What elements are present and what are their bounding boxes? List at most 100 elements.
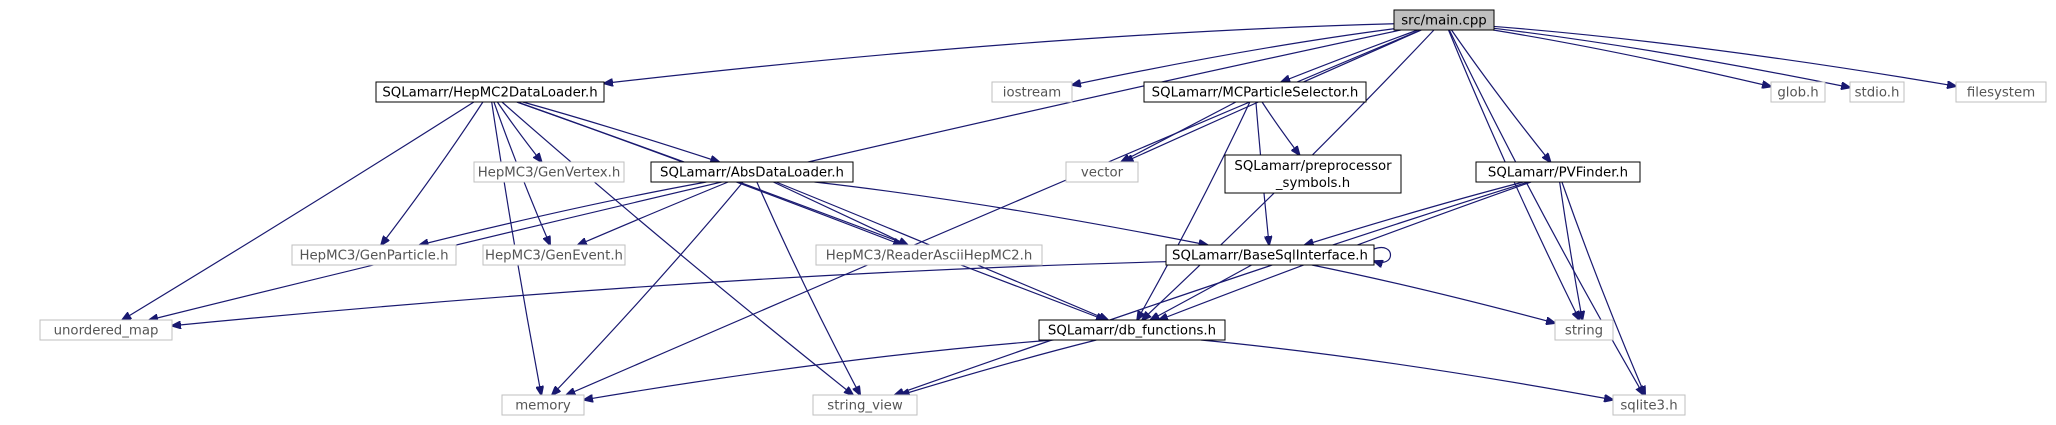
node-box-vector: [1065, 161, 1139, 183]
node-label-unordered_map: unordered_map: [54, 324, 159, 339]
node-box-hepmc2loader: [375, 81, 605, 103]
node-label-genparticle: HepMC3/GenParticle.h: [299, 249, 448, 264]
node-box-stdio: [1849, 81, 1905, 103]
node-label-dbfunctions: SQLamarr/db_functions.h: [1048, 324, 1216, 339]
node-genevent: HepMC3/GenEvent.h: [482, 244, 626, 266]
node-dbfunctions[interactable]: SQLamarr/db_functions.h: [1038, 319, 1226, 341]
node-box-genevent: [482, 244, 626, 266]
edge-absloader-to-string_view: [756, 181, 860, 395]
edge-main-to-pvfinder: [1451, 29, 1551, 162]
edge-basesql-to-dbfunctions: [1150, 264, 1252, 320]
node-unordered_map: unordered_map: [39, 319, 173, 341]
node-box-main: [1393, 9, 1495, 31]
node-label-vector: vector: [1081, 166, 1124, 181]
node-label-readerascii: HepMC3/ReaderAsciiHepMC2.h: [826, 249, 1033, 264]
node-box-memory: [501, 394, 585, 416]
node-box-dbfunctions: [1038, 319, 1226, 341]
node-label-string: string: [1565, 324, 1603, 339]
node-label-filesystem: filesystem: [1967, 86, 2035, 101]
edge-hepmc2loader-to-string_view: [501, 101, 853, 395]
node-label-basesql: SQLamarr/BaseSqlInterface.h: [1172, 249, 1368, 264]
edge-main-to-hepmc2loader: [604, 23, 1395, 84]
node-mcselector[interactable]: SQLamarr/MCParticleSelector.h: [1143, 81, 1367, 103]
node-sqlite3: sqlite3.h: [1612, 394, 1686, 416]
node-box-absloader: [650, 161, 854, 183]
node-label-stdio: stdio.h: [1855, 86, 1900, 101]
node-label-preproc: _symbols.h: [1275, 176, 1350, 191]
edge-hepmc2loader-to-genparticle: [381, 101, 484, 245]
node-preproc[interactable]: SQLamarr/preprocessor _symbols.h: [1224, 154, 1402, 194]
node-box-readerascii: [815, 244, 1043, 266]
node-filesystem: filesystem: [1955, 81, 2047, 103]
node-memory: memory: [501, 394, 585, 416]
node-genparticle: HepMC3/GenParticle.h: [291, 244, 457, 266]
edge-hepmc2loader-to-unordered_map: [122, 101, 475, 320]
edge-absloader-to-basesql: [814, 181, 1207, 245]
node-absloader[interactable]: SQLamarr/AbsDataLoader.h: [650, 161, 854, 183]
edge-hepmc2loader-to-absloader: [522, 101, 720, 162]
node-box-filesystem: [1955, 81, 2047, 103]
edge-main-to-stdio: [1493, 27, 1850, 87]
node-label-absloader: SQLamarr/AbsDataLoader.h: [660, 166, 844, 181]
node-genvertex: HepMC3/GenVertex.h: [473, 161, 625, 183]
node-vector: vector: [1065, 161, 1139, 183]
edge-basesql-to-basesql: [1374, 246, 1391, 263]
edge-main-to-filesystem: [1493, 25, 1956, 86]
node-label-genvertex: HepMC3/GenVertex.h: [478, 166, 621, 181]
edge-hepmc2loader-to-dbfunctions: [516, 101, 1105, 320]
node-label-memory: memory: [515, 399, 571, 414]
edge-main-to-memory: [566, 29, 1421, 395]
edge-main-to-sqlite3: [1448, 29, 1643, 395]
node-label-preproc: SQLamarr/preprocessor: [1234, 159, 1392, 174]
node-box-sqlite3: [1612, 394, 1686, 416]
edge-main-to-glob: [1493, 29, 1771, 87]
edge-pvfinder-to-sqlite3: [1561, 181, 1645, 395]
edge-main-to-iostream: [1072, 28, 1395, 85]
edge-hepmc2loader-to-genvertex: [496, 101, 541, 162]
edge-dbfunctions-to-sqlite3: [1200, 339, 1613, 400]
node-label-glob: glob.h: [1777, 86, 1818, 101]
node-label-string_view: string_view: [827, 399, 903, 414]
edge-dbfunctions-to-memory: [584, 339, 1054, 400]
node-box-string: [1554, 319, 1614, 341]
node-box-preproc: [1224, 154, 1402, 194]
node-box-mcselector: [1143, 81, 1367, 103]
edge-pvfinder-to-string: [1559, 181, 1583, 320]
node-box-genparticle: [291, 244, 457, 266]
node-stdio: stdio.h: [1849, 81, 1905, 103]
edge-absloader-to-genparticle: [420, 181, 707, 245]
edge-absloader-to-readerascii: [773, 181, 907, 245]
edge-basesql-to-string: [1311, 264, 1555, 323]
node-string: string: [1554, 319, 1614, 341]
node-box-glob: [1770, 81, 1826, 103]
node-box-pvfinder: [1475, 161, 1641, 183]
node-box-genvertex: [473, 161, 625, 183]
edge-dbfunctions-to-string_view: [901, 339, 1097, 395]
node-box-iostream: [991, 81, 1073, 103]
edge-absloader-to-genevent: [578, 181, 729, 245]
node-box-unordered_map: [39, 319, 173, 341]
node-iostream: iostream: [991, 81, 1073, 103]
edge-basesql-to-unordered_map: [172, 261, 1167, 326]
node-string_view: string_view: [812, 394, 918, 416]
node-box-string_view: [812, 394, 918, 416]
node-label-sqlite3: sqlite3.h: [1620, 399, 1677, 414]
node-pvfinder[interactable]: SQLamarr/PVFinder.h: [1475, 161, 1641, 183]
edge-mcselector-to-preproc: [1261, 101, 1299, 155]
node-main[interactable]: src/main.cpp: [1393, 9, 1495, 31]
edge-main-to-mcselector: [1281, 29, 1418, 82]
node-readerascii: HepMC3/ReaderAsciiHepMC2.h: [815, 244, 1043, 266]
node-hepmc2loader[interactable]: SQLamarr/HepMC2DataLoader.h: [375, 81, 605, 103]
edge-absloader-to-memory: [552, 181, 744, 395]
node-basesql[interactable]: SQLamarr/BaseSqlInterface.h: [1165, 244, 1375, 266]
edge-mcselector-to-vector: [1121, 101, 1237, 162]
edge-pvfinder-to-basesql: [1305, 181, 1524, 245]
node-label-pvfinder: SQLamarr/PVFinder.h: [1488, 166, 1628, 181]
edge-mcselector-to-dbfunctions: [1137, 101, 1251, 320]
edge-layer: [122, 23, 1956, 400]
node-label-mcselector: SQLamarr/MCParticleSelector.h: [1152, 86, 1359, 101]
node-label-hepmc2loader: SQLamarr/HepMC2DataLoader.h: [382, 86, 597, 101]
edge-pvfinder-to-string_view: [895, 181, 1529, 395]
